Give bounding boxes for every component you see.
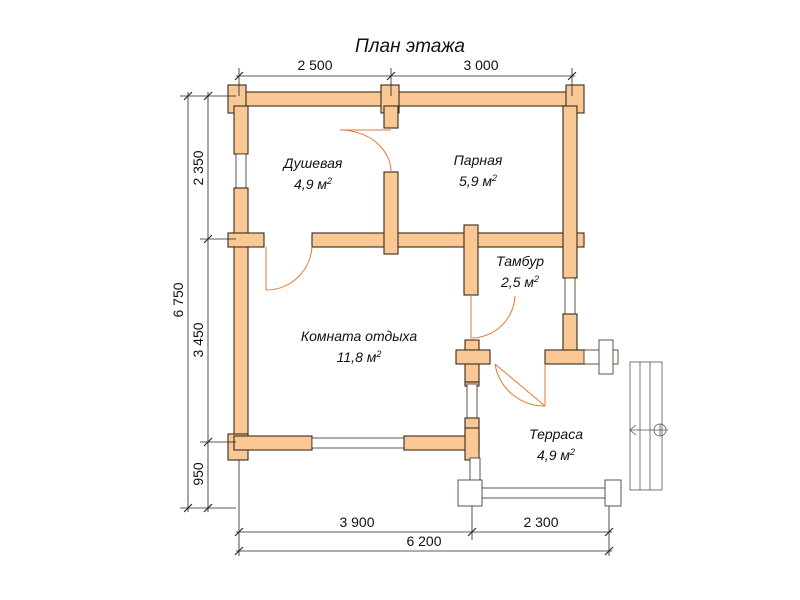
wall-partition-lower [383,171,399,255]
door-vestibule-arc [470,295,516,339]
terrace-wall-bottom [461,487,613,499]
window-lounge-terrace [466,383,478,419]
door-terrace-leaf [494,363,546,407]
wall-vestibule-partition [463,224,479,296]
room-labels: Душевая 4,9 м2 Парная 5,9 м2 Тамбур 2,5 … [282,152,584,463]
wall-partition-upper [383,105,399,129]
wall-left-middle [233,187,249,449]
dim-bottom-2: 2 300 [523,514,558,530]
dim-bottom-total: 6 200 [406,533,441,549]
wall-top [231,91,581,107]
wall-mid-left-stub [227,232,265,248]
dim-left-2: 3 450 [190,322,206,357]
room-area-steam: 5,9 м2 [459,173,497,189]
dim-left-1: 2 350 [190,150,206,185]
window-bottom [311,437,405,449]
walls [227,84,622,507]
dim-left-total: 6 750 [170,282,186,317]
dim-bottom-1: 3 900 [339,514,374,530]
terrace-post-right [604,479,622,507]
room-area-lounge: 11,8 м2 [337,349,382,365]
dim-top-1: 2 500 [297,57,332,73]
wall-terrace-entry [544,349,586,365]
room-label-steam: Парная [454,152,503,168]
wall-terrace-post-v [598,339,614,375]
room-area-vestibule: 2,5 м2 [500,274,539,290]
room-label-vestibule: Тамбур [496,253,544,269]
window-left-upper [235,153,247,189]
terrace-post-left [457,479,483,507]
plan-title: План этажа [355,36,465,57]
wall-mid-horizontal [311,232,585,248]
window-right [564,277,576,315]
terrace-stairs [629,361,668,491]
door-terrace-arc [494,363,546,407]
dim-left-3: 950 [190,462,206,486]
post-cross-horizontal [455,349,491,365]
wall-left-upper [233,105,249,155]
dimension-left: 2 350 3 450 950 6 750 [170,91,236,513]
room-label-shower: Душевая [282,155,343,171]
room-label-lounge: Комната отдыха [301,328,417,344]
dim-top-2: 3 000 [463,57,498,73]
dimension-bottom: 3 900 2 300 6 200 [234,460,614,556]
door-shower-arc [339,129,392,173]
wall-bottom-right-end [464,427,480,461]
wall-right-upper [562,105,578,279]
room-area-terrace: 4,9 м2 [537,447,575,463]
dimension-top: 2 500 3 000 [234,57,577,96]
stairs-outline [629,361,663,491]
wall-bottom-left [233,435,313,451]
door-lounge-shower-arc [265,246,313,291]
room-label-terrace: Терраса [529,426,583,442]
room-area-shower: 4,9 м2 [294,176,332,192]
doors [265,129,546,407]
